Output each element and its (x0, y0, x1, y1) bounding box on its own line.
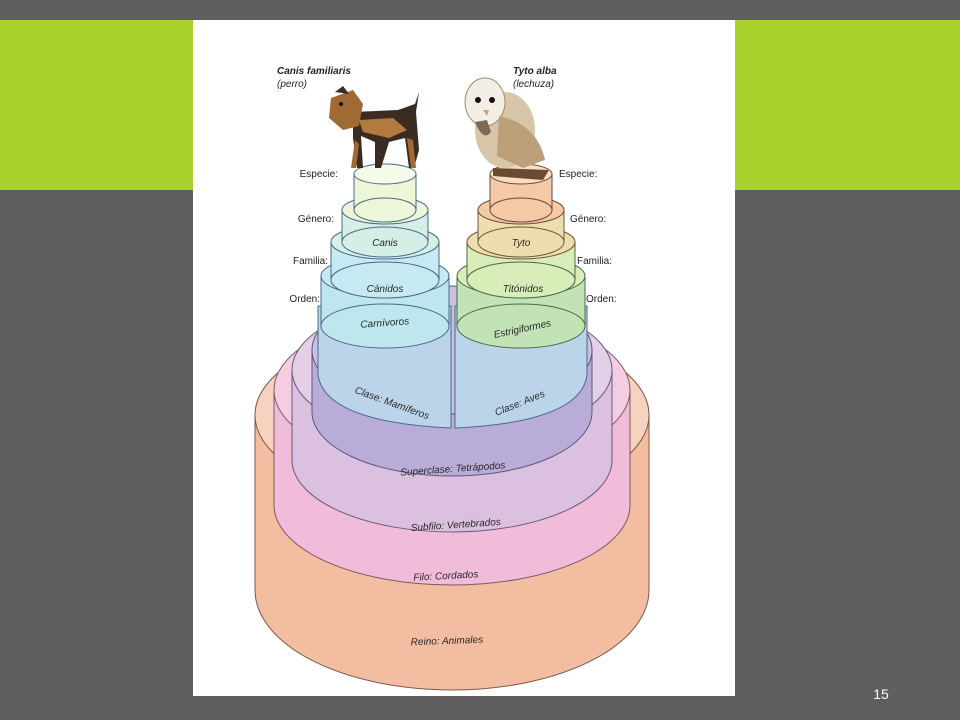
right-especie-label: Especie: (559, 169, 597, 180)
kingdom-label: Reino: Animales (411, 635, 484, 649)
right-familia-label: Familia: (577, 256, 612, 267)
left-genero-label: Género: (298, 214, 334, 225)
left-orden-label: Orden: (289, 294, 320, 305)
owl-species-name: Tyto alba (513, 66, 557, 77)
dog-illustration (329, 86, 419, 168)
owl-common-name: (lechuza) (513, 79, 554, 90)
slide-number: 15 (873, 686, 889, 702)
right-genero-label: Género: (570, 214, 606, 225)
left-familia-label: Familia: (293, 256, 328, 267)
phylum-label: Filo: Cordados (413, 569, 479, 583)
right-orden-label: Orden: (586, 294, 617, 305)
dog-species-name: Canis familiaris (277, 66, 351, 77)
owl-family-label: Titónidos (503, 284, 544, 295)
taxonomy-diagram: Canis familiaris (perro) Tyto alba (lech… (254, 66, 650, 691)
dog-common-name: (perro) (277, 79, 307, 90)
dog-family-label: Cánidos (367, 284, 404, 295)
owl-genus-label: Tyto (512, 238, 531, 249)
taxonomy-figure: Canis familiaris (perro) Tyto alba (lech… (193, 20, 735, 696)
dog-genus-label: Canis (372, 238, 398, 249)
owl-column (454, 163, 588, 429)
left-especie-label: Especie: (300, 169, 338, 180)
dog-column (317, 163, 452, 429)
dog-order-label: Carnívoros (360, 316, 410, 330)
owl-illustration (464, 77, 549, 180)
